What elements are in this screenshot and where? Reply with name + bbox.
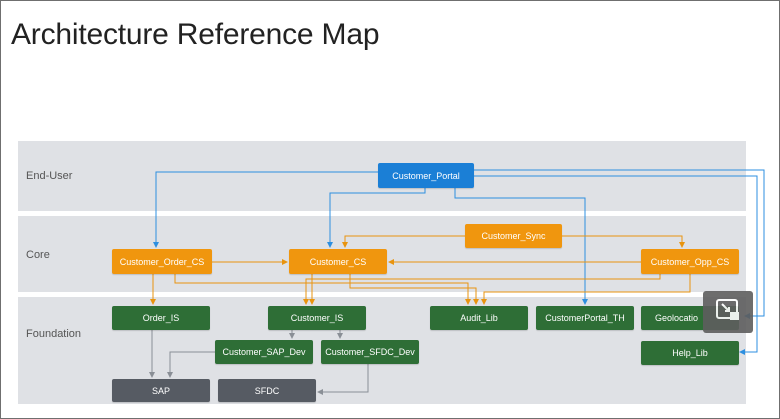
band-label-end-user: End-User [26,170,73,182]
node-customer-cs[interactable]: Customer_CS [289,249,387,274]
node-customer-sync[interactable]: Customer_Sync [465,224,562,248]
node-sfdc[interactable]: SFDC [218,379,316,402]
node-order-is[interactable]: Order_IS [112,306,210,330]
node-customer-sap-dev[interactable]: Customer_SAP_Dev [215,340,313,364]
node-help-lib[interactable]: Help_Lib [641,341,739,365]
screen-pip-icon [716,298,740,326]
node-customer-is[interactable]: Customer_IS [268,306,366,330]
node-sap[interactable]: SAP [112,379,210,402]
node-customer-opp-cs[interactable]: Customer_Opp_CS [641,249,739,274]
band-label-foundation: Foundation [26,328,82,340]
band-label-core: Core [26,249,50,261]
node-audit-lib[interactable]: Audit_Lib [430,306,528,330]
node-customer-order-cs[interactable]: Customer_Order_CS [112,249,212,274]
page-title: Architecture Reference Map [11,18,380,51]
node-customerportal-th[interactable]: CustomerPortal_TH [536,306,634,330]
node-customer-portal[interactable]: Customer_Portal [378,163,474,188]
node-customer-sfdc-dev[interactable]: Customer_SFDC_Dev [321,340,419,364]
picture-in-picture-button[interactable] [703,291,753,333]
